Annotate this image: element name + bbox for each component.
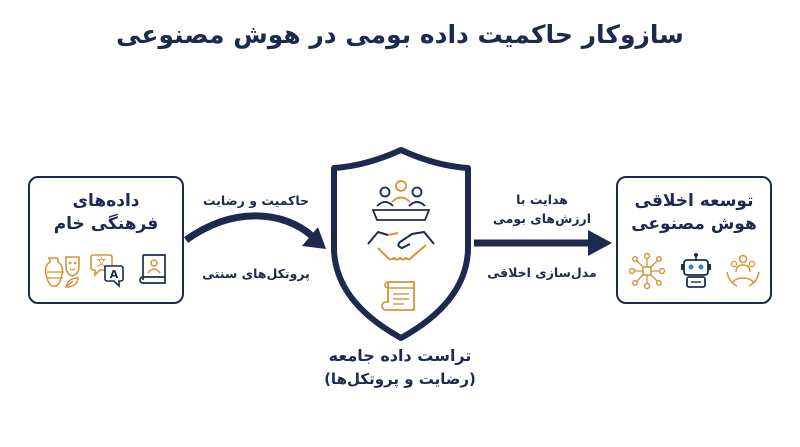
group-meeting-icon <box>371 180 431 221</box>
raw-cultural-data-box: داده‌های فرهنگی خام 文 A <box>28 176 184 304</box>
vase-icon <box>44 256 80 288</box>
consent-protocols-caption: (رضایت و پروتکل‌ها) <box>324 370 476 388</box>
mask-icon <box>65 256 80 277</box>
ethical-modeling-label: مدل‌سازی اخلاقی <box>487 265 597 280</box>
leaf-icon <box>65 277 79 288</box>
community-data-trust-caption: تراست داده جامعه <box>328 346 472 365</box>
robot-icon <box>681 253 711 288</box>
sovereignty-consent-label: حاکمیت و رضایت <box>202 193 310 208</box>
ethical-ai-title-line2: هوش مصنوعی <box>631 214 757 234</box>
community-hands-icon <box>726 254 760 287</box>
handshake-icon <box>367 230 435 261</box>
ethical-ai-development-box: توسعه اخلاقی هوش مصنوعی <box>616 176 772 304</box>
indigenous-values-label-line1: هدایت با <box>516 192 568 207</box>
raw-cultural-data-title-line1: داده‌های <box>72 191 140 211</box>
raw-cultural-data-title-line2: فرهنگی خام <box>53 214 159 234</box>
indigenous-values-label-line2: ارزش‌های بومی <box>492 211 591 226</box>
svg-text:文: 文 <box>97 256 107 269</box>
community-trust-shield <box>331 147 471 341</box>
scroll-icon <box>381 281 415 311</box>
translate-icon: 文 A <box>90 254 124 288</box>
book-icon <box>139 254 166 284</box>
svg-text:A: A <box>110 268 119 281</box>
ethical-ai-title-line1: توسعه اخلاقی <box>634 191 754 211</box>
network-icon <box>628 252 666 290</box>
page-title: سازوکار حاکمیت داده بومی در هوش مصنوعی <box>116 20 684 49</box>
traditional-protocols-label: پروتکل‌های سنتی <box>202 266 310 281</box>
